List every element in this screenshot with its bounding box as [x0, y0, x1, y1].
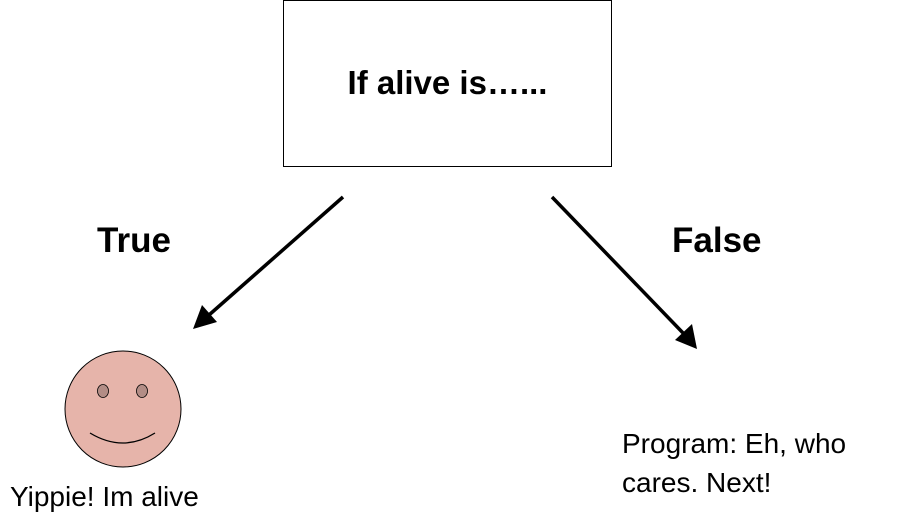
decision-text: If alive is…...: [347, 63, 548, 101]
decision-box: If alive is…...: [283, 0, 612, 167]
smiley-face-icon: [64, 350, 182, 468]
true-arrow: [193, 195, 345, 329]
left-eye: [97, 384, 109, 398]
face-circle: [64, 350, 182, 468]
false-label: False: [672, 221, 762, 260]
false-arrow: [550, 195, 697, 349]
false-outcome-text: Program: Eh, who cares. Next!: [622, 428, 847, 498]
smile: [89, 432, 156, 444]
true-label: True: [97, 221, 171, 260]
right-eye: [136, 384, 148, 398]
true-outcome-text: Yippie! Im alive: [10, 481, 199, 512]
